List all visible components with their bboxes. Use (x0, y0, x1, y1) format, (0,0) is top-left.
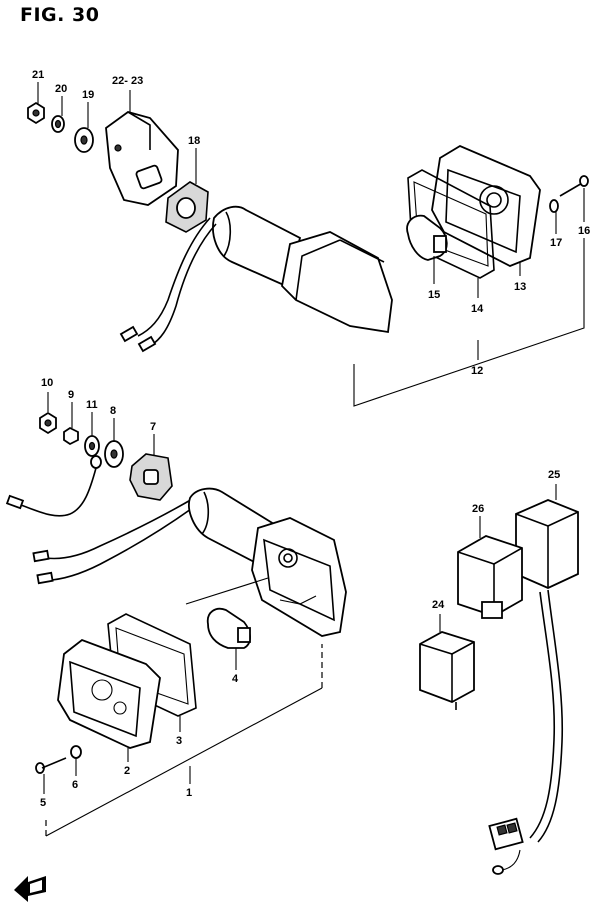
bulb-15 (406, 214, 448, 261)
part-number-7: 7 (150, 421, 156, 433)
nut-10 (39, 411, 57, 435)
relay-26 (457, 516, 523, 619)
part-number-9: 9 (68, 389, 74, 401)
lower-signal-wire (5, 467, 199, 585)
bracket-22-23 (105, 111, 179, 206)
wiring-harness (488, 589, 564, 875)
part-number-11: 11 (86, 399, 98, 411)
part-number-2: 2 (124, 765, 130, 777)
group-bracket-12 (353, 238, 585, 407)
part-number-4: 4 (232, 673, 239, 685)
part-number-10: 10 (41, 377, 53, 389)
part-number-6: 6 (72, 779, 78, 791)
lens-13 (431, 144, 541, 267)
lens-2 (57, 638, 161, 749)
part-number-22-23: 22- 23 (112, 75, 143, 87)
washer-8 (104, 440, 124, 468)
ground-terminal-11 (84, 435, 102, 469)
part-number-5: 5 (40, 797, 46, 809)
nut-21 (27, 101, 45, 125)
part-number-19: 19 (82, 89, 94, 101)
part-number-16: 16 (578, 225, 590, 237)
part-number-12: 12 (471, 365, 483, 377)
upper-leader-lines (37, 82, 585, 298)
front-direction-arrow-icon (14, 876, 46, 902)
part-number-24: 24 (432, 599, 445, 611)
part-number-8: 8 (110, 405, 116, 417)
part-number-15: 15 (428, 289, 440, 301)
part-number-labels: 21 20 19 22- 23 18 15 14 13 17 16 12 10 … (32, 69, 590, 809)
relay-and-harness-group (419, 484, 579, 875)
grommet-18 (165, 181, 209, 233)
part-number-25: 25 (548, 469, 560, 481)
lower-turn-signal-assembly (5, 392, 347, 837)
relay-24 (419, 614, 475, 710)
part-number-17: 17 (550, 237, 562, 249)
part-number-26: 26 (472, 503, 484, 515)
relay-25 (515, 484, 579, 589)
part-number-18: 18 (188, 135, 200, 147)
washer-20 (51, 115, 65, 133)
screw-5 (35, 757, 67, 774)
upper-signal-stem (212, 205, 393, 334)
part-number-13: 13 (514, 281, 526, 293)
upper-signal-wire (119, 217, 217, 353)
washer-19 (74, 127, 94, 153)
lower-leader-lines (43, 392, 237, 794)
part-number-3: 3 (176, 735, 182, 747)
bulb-4 (185, 577, 269, 649)
screw-16 (559, 175, 589, 197)
lower-signal-housing (251, 517, 347, 637)
part-number-21: 21 (32, 69, 44, 81)
grommet-7 (129, 453, 173, 501)
part-number-20: 20 (55, 83, 67, 95)
washer-9 (63, 426, 79, 446)
part-number-14: 14 (471, 303, 484, 315)
figure-title: FIG. 30 (20, 4, 100, 26)
washer-6 (70, 745, 82, 759)
washer-17 (549, 199, 559, 213)
upper-turn-signal-assembly (27, 82, 589, 407)
part-number-1: 1 (186, 787, 192, 799)
group-bracket-1 (45, 644, 323, 837)
